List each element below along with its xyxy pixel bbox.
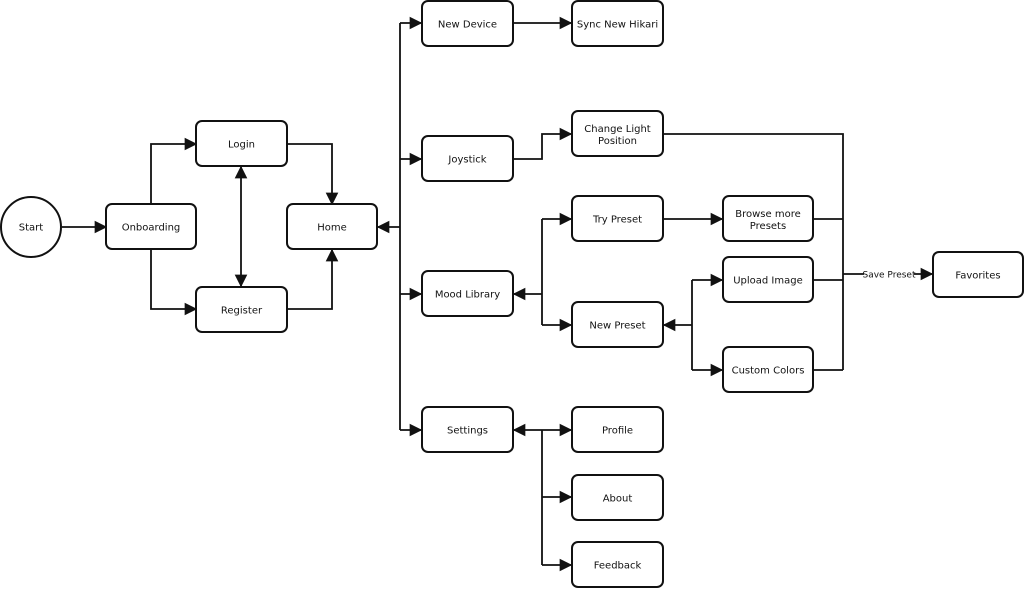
svg-text:Start: Start bbox=[19, 223, 44, 234]
change-light-position-node: Change Light Position bbox=[571, 110, 664, 157]
start-node: Start bbox=[0, 196, 62, 258]
svg-text:Try Preset: Try Preset bbox=[592, 215, 642, 226]
edge-onboarding-register bbox=[150, 250, 198, 316]
svg-text:Mood Library: Mood Library bbox=[435, 290, 500, 301]
svg-text:About: About bbox=[603, 494, 633, 505]
edge-onboarding-login bbox=[150, 137, 198, 204]
svg-text:Onboarding: Onboarding bbox=[122, 223, 181, 234]
svg-text:Feedback: Feedback bbox=[594, 561, 642, 572]
onboarding-node: Onboarding bbox=[105, 203, 197, 250]
svg-text:Presets: Presets bbox=[750, 221, 786, 232]
svg-text:New Device: New Device bbox=[438, 20, 497, 31]
custom-colors-node: Custom Colors bbox=[722, 346, 814, 393]
try-preset-node: Try Preset bbox=[571, 195, 664, 242]
favorites-node: Favorites bbox=[932, 251, 1024, 298]
svg-text:Profile: Profile bbox=[602, 426, 633, 437]
svg-text:New Preset: New Preset bbox=[589, 321, 645, 332]
edge-register-home bbox=[287, 248, 339, 310]
profile-node: Profile bbox=[571, 406, 664, 453]
svg-text:Browse more: Browse more bbox=[735, 209, 801, 220]
about-node: About bbox=[571, 474, 664, 521]
browse-more-presets-node: Browse more Presets bbox=[722, 195, 814, 242]
svg-text:Joystick: Joystick bbox=[447, 155, 486, 166]
svg-text:Favorites: Favorites bbox=[955, 271, 1000, 282]
edges: Save Preset bbox=[62, 16, 934, 572]
home-node: Home bbox=[286, 203, 378, 250]
login-node: Login bbox=[195, 120, 288, 167]
joystick-node: Joystick bbox=[421, 135, 514, 182]
svg-text:Position: Position bbox=[598, 136, 637, 147]
mood-library-node: Mood Library bbox=[421, 270, 514, 317]
svg-text:Register: Register bbox=[221, 306, 263, 317]
svg-text:Custom Colors: Custom Colors bbox=[732, 366, 805, 377]
svg-text:Upload Image: Upload Image bbox=[733, 276, 803, 287]
svg-text:Sync New Hikari: Sync New Hikari bbox=[577, 20, 658, 31]
sync-new-hikari-node: Sync New Hikari bbox=[571, 0, 664, 47]
svg-text:Home: Home bbox=[317, 223, 347, 234]
edge-login-home bbox=[287, 143, 339, 206]
new-preset-node: New Preset bbox=[571, 301, 664, 348]
settings-node: Settings bbox=[421, 406, 514, 453]
new-device-node: New Device bbox=[421, 0, 514, 47]
svg-text:Change Light: Change Light bbox=[584, 124, 651, 135]
edge-change-light-merge bbox=[663, 133, 844, 370]
feedback-node: Feedback bbox=[571, 541, 664, 588]
upload-image-node: Upload Image bbox=[722, 256, 814, 303]
svg-text:Settings: Settings bbox=[447, 426, 488, 437]
svg-text:Login: Login bbox=[228, 140, 255, 151]
save-preset-label-bg bbox=[864, 268, 914, 280]
edge-joystick-change-light bbox=[513, 127, 573, 160]
register-node: Register bbox=[195, 286, 288, 333]
save-preset-label: Save Preset bbox=[862, 271, 915, 281]
